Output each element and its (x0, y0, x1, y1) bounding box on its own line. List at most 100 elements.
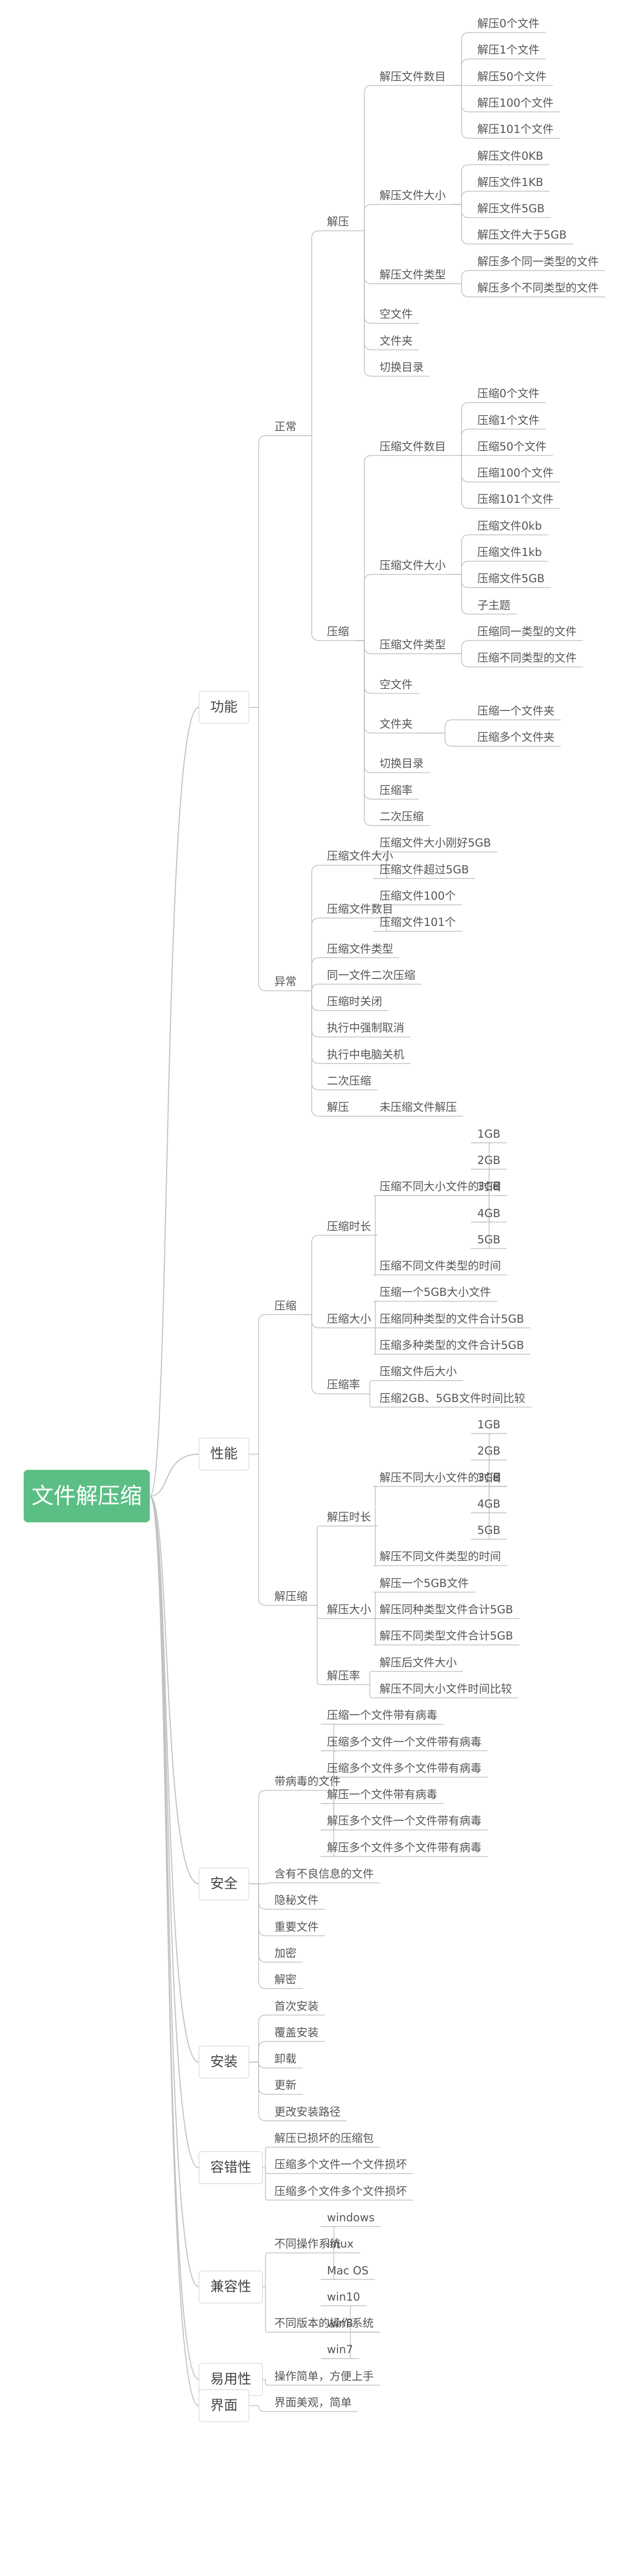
leaf-node[interactable]: 解压多个文件多个文件带有病毒 (327, 1841, 481, 1854)
topic-node[interactable]: 解压时长 (327, 1510, 371, 1523)
branch-node[interactable]: 兼容性 (199, 2270, 263, 2303)
topic-node[interactable]: 正常 (274, 420, 296, 434)
leaf-node[interactable]: 压缩多个文件一个文件损坏 (274, 2158, 407, 2171)
leaf-node[interactable]: linux (327, 2238, 354, 2251)
leaf-node[interactable]: Mac OS (327, 2264, 369, 2277)
topic-node[interactable]: 压缩 (327, 625, 349, 638)
topic-node[interactable]: 压缩文件大小 (327, 850, 393, 863)
topic-node[interactable]: 压缩 (274, 1299, 296, 1312)
leaf-node[interactable]: 压缩同一类型的文件 (477, 625, 577, 638)
leaf-node[interactable]: 压缩一个5GB大小文件 (380, 1286, 491, 1299)
topic-node[interactable]: 压缩文件类型 (380, 638, 446, 652)
leaf-node[interactable]: 解压100个文件 (477, 96, 554, 109)
leaf-node[interactable]: 解压不同类型文件合计5GB (380, 1630, 514, 1643)
leaf-node[interactable]: 压缩文件后大小 (380, 1365, 457, 1378)
leaf-node[interactable]: 解压0个文件 (477, 17, 540, 30)
leaf-node[interactable]: 压缩50个文件 (477, 440, 547, 453)
leaf-node[interactable]: 二次压缩 (380, 810, 424, 823)
leaf-node[interactable]: windows (327, 2211, 375, 2224)
leaf-node[interactable]: 解压不同文件类型的时间 (380, 1550, 501, 1563)
leaf-node[interactable]: 操作简单，方便上手 (274, 2369, 374, 2383)
topic-node[interactable]: 解压文件类型 (380, 268, 446, 281)
topic-node[interactable]: 压缩率 (327, 1378, 360, 1392)
leaf-node[interactable]: 压缩率 (380, 784, 413, 797)
leaf-node[interactable]: 加密 (274, 1946, 296, 1960)
leaf-node[interactable]: 二次压缩 (327, 1075, 371, 1087)
branch-node[interactable]: 性能 (199, 1438, 249, 1471)
leaf-node[interactable]: 未压缩文件解压 (380, 1101, 457, 1114)
leaf-node[interactable]: 压缩多种类型的文件合计5GB (380, 1339, 525, 1352)
leaf-node[interactable]: 压缩多个文件多个文件损坏 (274, 2185, 407, 2198)
leaf-node[interactable]: 切换目录 (380, 757, 424, 770)
topic-node[interactable]: 解压 (327, 215, 349, 229)
leaf-node[interactable]: 压缩100个文件 (477, 467, 554, 480)
leaf-node[interactable]: 压缩文件101个 (380, 916, 456, 929)
leaf-node[interactable]: 解压多个不同类型的文件 (477, 282, 599, 294)
leaf-node[interactable]: 压缩同种类型的文件合计5GB (380, 1312, 525, 1325)
leaf-node[interactable]: 切换目录 (380, 360, 424, 374)
leaf-node[interactable]: 解压多个文件一个文件带有病毒 (327, 1815, 481, 1828)
topic-node[interactable]: 压缩文件数目 (380, 440, 446, 453)
leaf-node[interactable]: 解压文件0KB (477, 149, 544, 162)
leaf-node[interactable]: 解压文件5GB (477, 202, 545, 215)
leaf-node[interactable]: 解压多个同一类型的文件 (477, 255, 599, 268)
topic-node[interactable]: 压缩时长 (327, 1220, 371, 1233)
leaf-node[interactable]: 压缩不同类型的文件 (477, 652, 577, 665)
leaf-node[interactable]: win7 (327, 2343, 353, 2356)
leaf-node[interactable]: 文件夹 (380, 334, 413, 347)
topic-node[interactable]: 解压不同大小文件的时间 (380, 1471, 501, 1484)
topic-node[interactable]: 压缩不同大小文件的时间 (380, 1180, 501, 1193)
leaf-node[interactable]: 压缩多个文件多个文件带有病毒 (327, 1761, 481, 1775)
leaf-node[interactable]: 同一文件二次压缩 (327, 968, 415, 982)
leaf-node[interactable]: 3GB (477, 1471, 501, 1484)
leaf-node[interactable]: 隐秘文件 (274, 1894, 319, 1907)
leaf-node[interactable]: 更改安装路径 (274, 2105, 341, 2118)
topic-node[interactable]: 压缩文件大小 (380, 559, 446, 572)
topic-node[interactable]: 压缩大小 (327, 1312, 371, 1325)
leaf-node[interactable]: 压缩多个文件一个文件带有病毒 (327, 1735, 481, 1748)
leaf-node[interactable]: 压缩多个文件夹 (477, 731, 555, 744)
leaf-node[interactable]: 首次安装 (274, 2000, 319, 2013)
topic-node[interactable]: 文件夹 (380, 717, 413, 730)
leaf-node[interactable]: 界面美观，简单 (274, 2396, 352, 2409)
topic-node[interactable]: 解压文件大小 (380, 189, 446, 202)
leaf-node[interactable]: 5GB (477, 1524, 501, 1537)
leaf-node[interactable]: 覆盖安装 (274, 2026, 319, 2039)
leaf-node[interactable]: 解压文件大于5GB (477, 229, 567, 242)
topic-node[interactable]: 解压文件数目 (380, 70, 446, 83)
leaf-node[interactable]: 卸载 (274, 2053, 296, 2066)
leaf-node[interactable]: 解压50个文件 (477, 70, 547, 83)
leaf-node[interactable]: 压缩时关闭 (327, 995, 382, 1008)
leaf-node[interactable]: win10 (327, 2290, 361, 2303)
topic-node[interactable]: 异常 (274, 975, 296, 988)
leaf-node[interactable]: 1GB (477, 1127, 501, 1140)
leaf-node[interactable]: 解压101个文件 (477, 123, 554, 136)
leaf-node[interactable]: 压缩文件5GB (477, 572, 545, 585)
leaf-node[interactable]: 解压一个文件带有病毒 (327, 1788, 437, 1801)
root-node[interactable]: 文件解压缩 (24, 1470, 150, 1523)
leaf-node[interactable]: 2GB (477, 1445, 501, 1458)
leaf-node[interactable]: 压缩101个文件 (477, 493, 554, 506)
leaf-node[interactable]: 压缩文件类型 (327, 942, 393, 955)
branch-node[interactable]: 功能 (199, 691, 249, 724)
leaf-node[interactable]: 压缩文件0kb (477, 519, 542, 532)
leaf-node[interactable]: 压缩2GB、5GB文件时间比较 (380, 1392, 526, 1405)
leaf-node[interactable]: 压缩不同文件类型的时间 (380, 1260, 501, 1273)
topic-node[interactable]: 解压率 (327, 1669, 360, 1682)
leaf-node[interactable]: 压缩文件大小刚好5GB (380, 837, 491, 850)
topic-node[interactable]: 带病毒的文件 (274, 1775, 341, 1788)
leaf-node[interactable]: 4GB (477, 1207, 501, 1220)
topic-node[interactable]: 解压缩 (274, 1590, 308, 1603)
leaf-node[interactable]: 空文件 (380, 678, 413, 691)
leaf-node[interactable]: 解压不同大小文件时间比较 (380, 1682, 512, 1695)
branch-node[interactable]: 安全 (199, 1867, 249, 1900)
leaf-node[interactable]: 压缩文件1kb (477, 546, 542, 559)
leaf-node[interactable]: 3GB (477, 1180, 501, 1193)
leaf-node[interactable]: 解压已损坏的压缩包 (274, 2132, 374, 2145)
leaf-node[interactable]: 解压同种类型文件合计5GB (380, 1603, 514, 1616)
leaf-node[interactable]: 解密 (274, 1973, 296, 1986)
leaf-node[interactable]: 压缩0个文件 (477, 387, 540, 400)
leaf-node[interactable]: 解压后文件大小 (380, 1656, 457, 1669)
leaf-node[interactable]: 5GB (477, 1233, 501, 1246)
branch-node[interactable]: 容错性 (199, 2151, 263, 2185)
